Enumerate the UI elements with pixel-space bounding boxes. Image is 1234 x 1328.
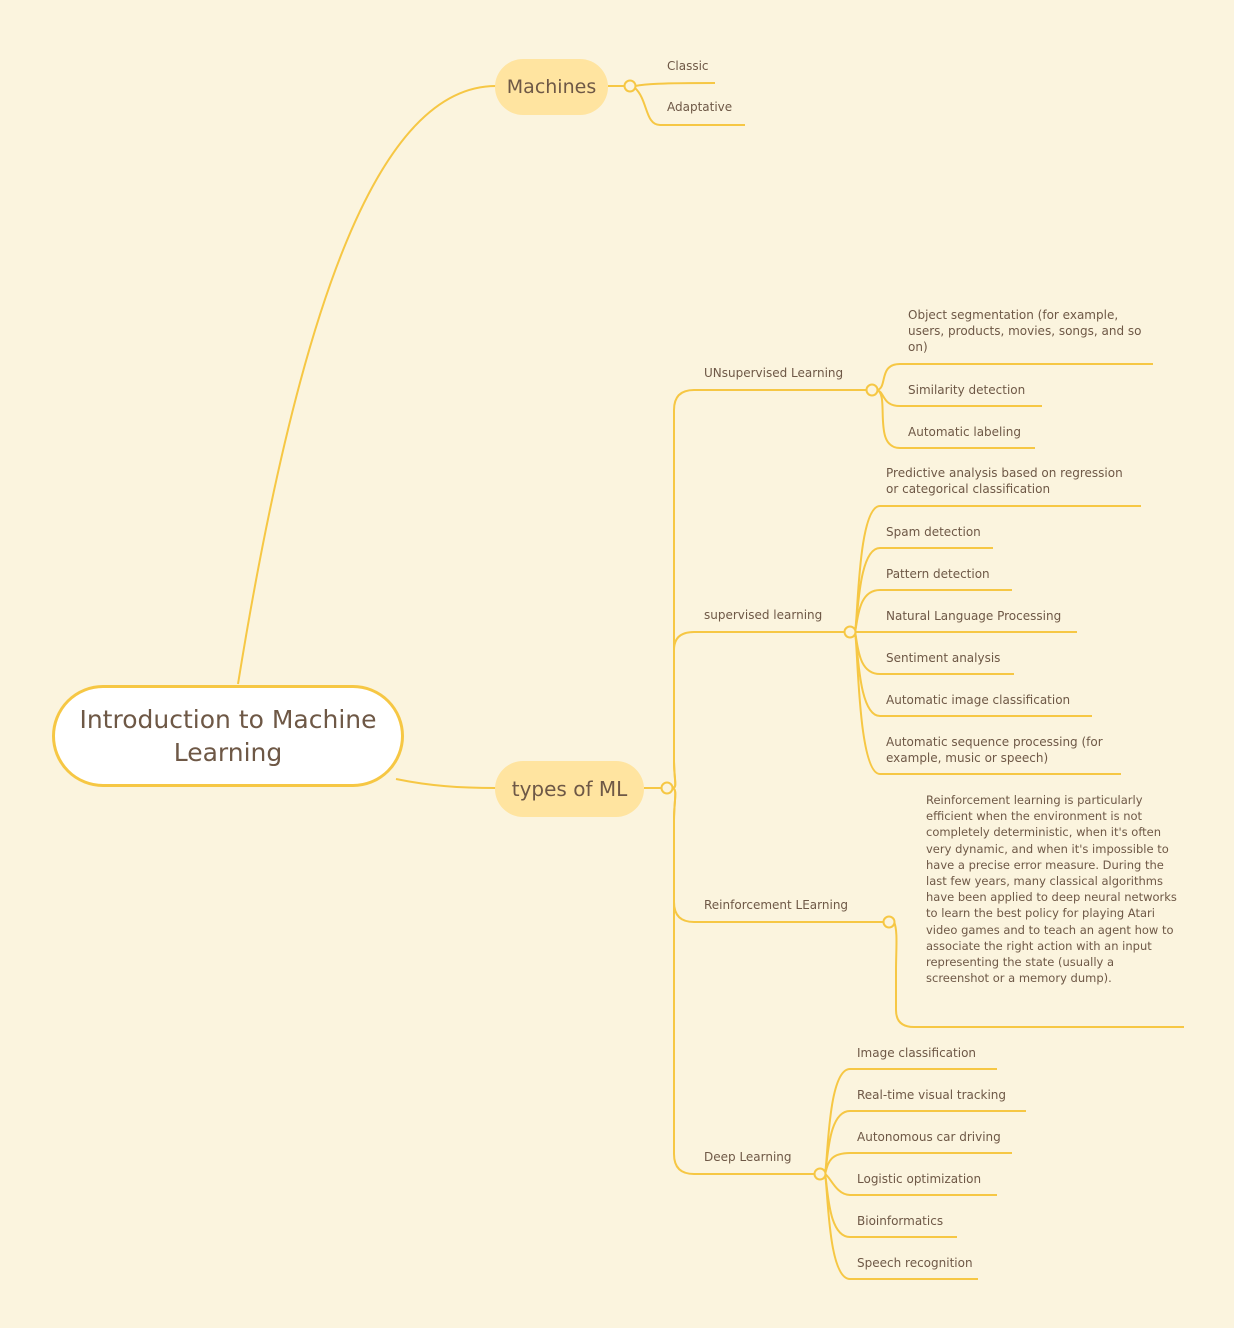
deep-branch-node [813,1167,827,1181]
leaf-speech-recognition[interactable]: Speech recognition [857,1256,973,1270]
leaf-classic[interactable]: Classic [667,59,709,73]
subtopic-supervised[interactable]: supervised learning [704,608,823,622]
leaf-automatic-labeling[interactable]: Automatic labeling [908,425,1021,439]
leaf-autonomous-car-driving[interactable]: Autonomous car driving [857,1130,1001,1144]
types-branch-node [660,781,674,795]
leaf-automatic-image-classification[interactable]: Automatic image classification [886,693,1071,707]
leaf-logistic-optimization[interactable]: Logistic optimization [857,1172,982,1186]
topic-machines-label: Machines [506,76,597,98]
subtopic-reinforcement[interactable]: Reinforcement LEarning [704,898,849,912]
leaf-nlp[interactable]: Natural Language Processing [886,609,1062,623]
topic-types-of-ml[interactable]: types of ML [495,761,644,817]
leaf-pattern-detection[interactable]: Pattern detection [886,567,990,581]
leaf-reinforcement-description[interactable]: Reinforcement learning is particularly e… [926,793,1177,986]
subtopic-deep-learning[interactable]: Deep Learning [704,1150,792,1164]
subtopic-unsupervised[interactable]: UNsupervised Learning [704,366,844,380]
topic-types-label: types of ML [511,777,628,801]
supervised-branch-node [843,625,857,639]
topic-machines[interactable]: Machines [495,59,608,115]
reinforcement-branch-node [882,915,896,929]
leaf-automatic-sequence-processing[interactable]: Automatic sequence processing (for examp… [886,735,1103,765]
leaf-bioinformatics[interactable]: Bioinformatics [857,1214,944,1228]
leaf-similarity-detection[interactable]: Similarity detection [908,383,1026,397]
unsupervised-branch-node [865,383,879,397]
leaf-sentiment-analysis[interactable]: Sentiment analysis [886,651,1001,665]
leaf-adaptative[interactable]: Adaptative [667,100,733,114]
root-topic[interactable]: Introduction to Machine Learning [52,685,404,787]
leaf-spam-detection[interactable]: Spam detection [886,525,981,539]
leaf-object-segmentation[interactable]: Object segmentation (for example, users,… [908,308,1142,354]
leaf-predictive-analysis[interactable]: Predictive analysis based on regression … [886,466,1123,496]
root-title: Introduction to Machine Learning [79,705,377,767]
leaf-real-time-visual-tracking[interactable]: Real-time visual tracking [857,1088,1007,1102]
leaf-image-classification[interactable]: Image classification [857,1046,977,1060]
machines-branch-node [623,79,637,93]
